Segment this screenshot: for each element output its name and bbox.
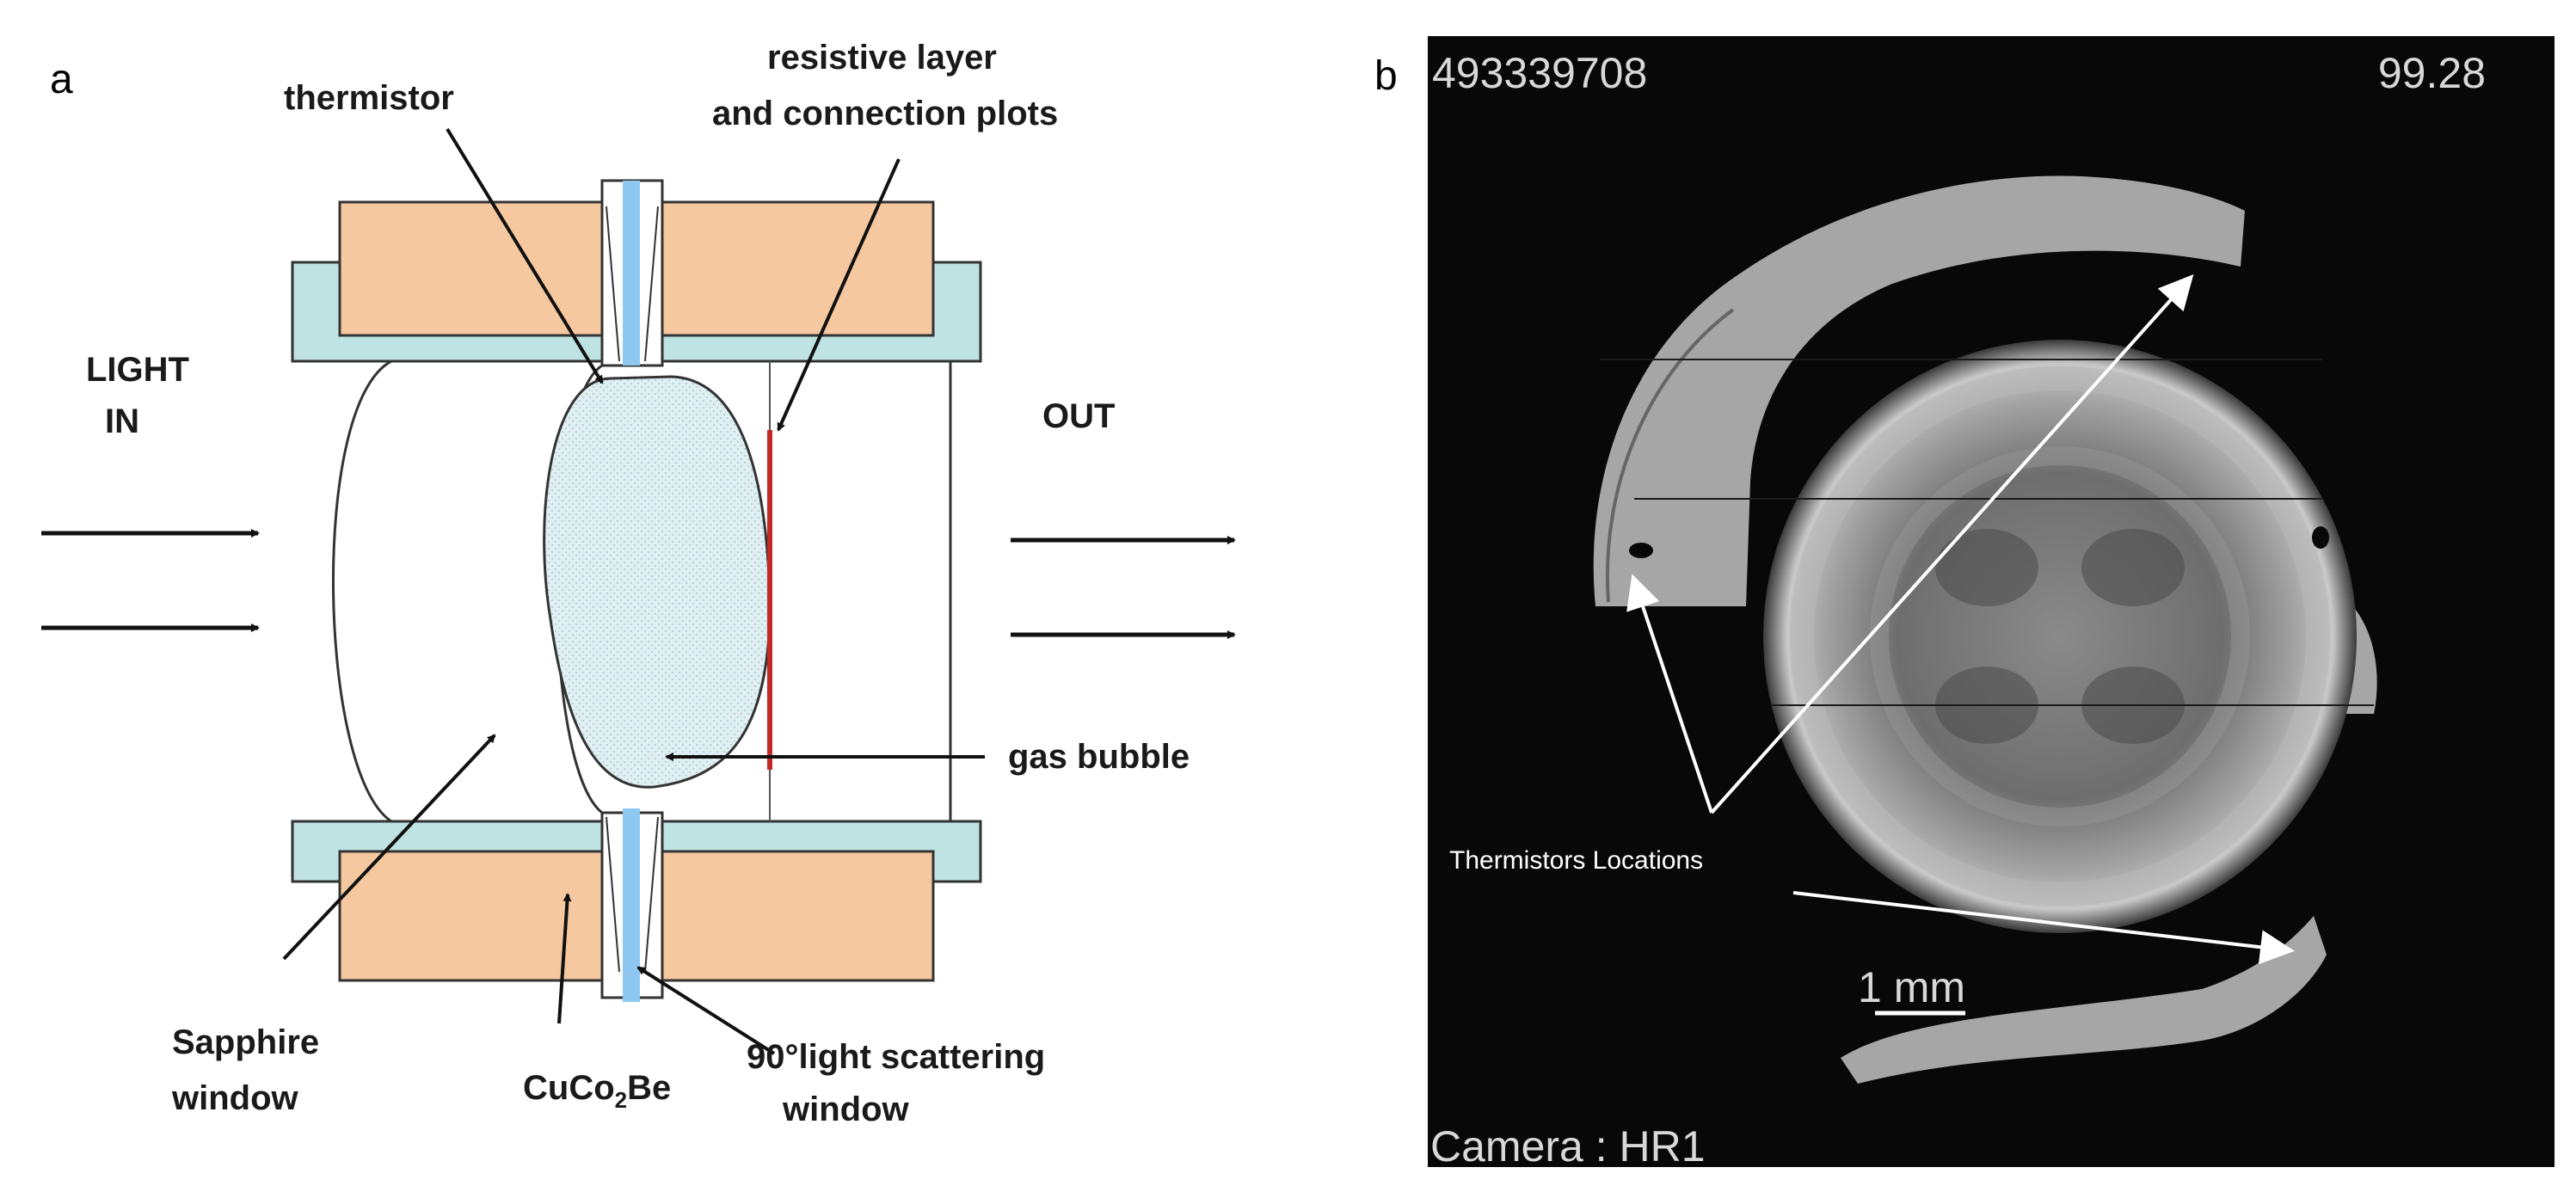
- callout-arrows: [282, 127, 985, 1055]
- fringe-spot: [1935, 529, 2038, 606]
- fringe-spot: [2081, 529, 2185, 606]
- label-sapphire-line2: window: [171, 1079, 299, 1117]
- label-gas-bubble: gas bubble: [1008, 738, 1190, 776]
- label-scattering-line2: window: [782, 1091, 910, 1128]
- scale-label: 1 mm: [1858, 963, 1965, 1011]
- label-sapphire-line1: Sapphire: [172, 1023, 319, 1061]
- resistive-pointer: [777, 158, 901, 432]
- thermistor-spot: [1629, 543, 1653, 558]
- top-scattering-window: [623, 181, 640, 366]
- top-assembly: [291, 179, 982, 367]
- inner-disc: [1763, 340, 2357, 933]
- thermistor-pointer: [446, 127, 604, 384]
- cuco-pointer: [557, 893, 572, 1024]
- disc-fringe-ring: [1790, 366, 2330, 906]
- disc-spot: [2312, 526, 2329, 549]
- label-resistive-line1: resistive layer: [767, 39, 997, 77]
- disc-fringe-ring: [1870, 446, 2250, 826]
- top-port-line: [644, 206, 659, 362]
- thermistors-annotation: Thermistors Locations: [1449, 846, 1703, 875]
- frame-value: 99.28: [2378, 49, 2486, 97]
- panel-a: a: [41, 39, 1236, 1128]
- bottom-port-line: [606, 816, 620, 973]
- thermistor-arrow-bottom: [1792, 891, 2295, 965]
- panel-b-letter: b: [1374, 53, 1398, 99]
- label-resistive-line2: and connection plots: [712, 95, 1058, 132]
- top-port-line: [606, 206, 620, 362]
- label-light: LIGHT: [86, 351, 189, 389]
- thermistor-arrow-left: [1626, 574, 1713, 814]
- frame-id: 493339708: [1432, 49, 1647, 97]
- bottom-port-line: [644, 816, 659, 973]
- gas-bubble: [543, 375, 772, 789]
- outer-ring-lower: [1841, 916, 2327, 1084]
- label-cuco2be: CuCo2Be: [523, 1069, 671, 1113]
- panel-a-letter: a: [50, 57, 73, 102]
- light-arrows: [41, 529, 1236, 639]
- label-out: OUT: [1042, 397, 1115, 435]
- sapphire-window-left-edge: [332, 359, 392, 823]
- camera-label: Camera : HR1: [1430, 1122, 1706, 1170]
- scattering-pointer: [636, 966, 776, 1055]
- panel-b: b 493339708 99.28 Thermistors Locations …: [1374, 36, 2554, 1170]
- sapphire-pointer: [282, 734, 496, 961]
- label-thermistor: thermistor: [284, 79, 454, 117]
- outer-ring-upper: [1593, 175, 2245, 606]
- bottom-assembly: [291, 808, 982, 1002]
- label-in: IN: [105, 402, 139, 440]
- label-scattering-line1: 90°light scattering: [747, 1038, 1045, 1076]
- thermistor-arrow-top: [1710, 274, 2194, 814]
- ring-crack: [1606, 308, 1735, 603]
- bottom-scattering-window: [623, 808, 640, 1002]
- cell-body: [332, 359, 952, 823]
